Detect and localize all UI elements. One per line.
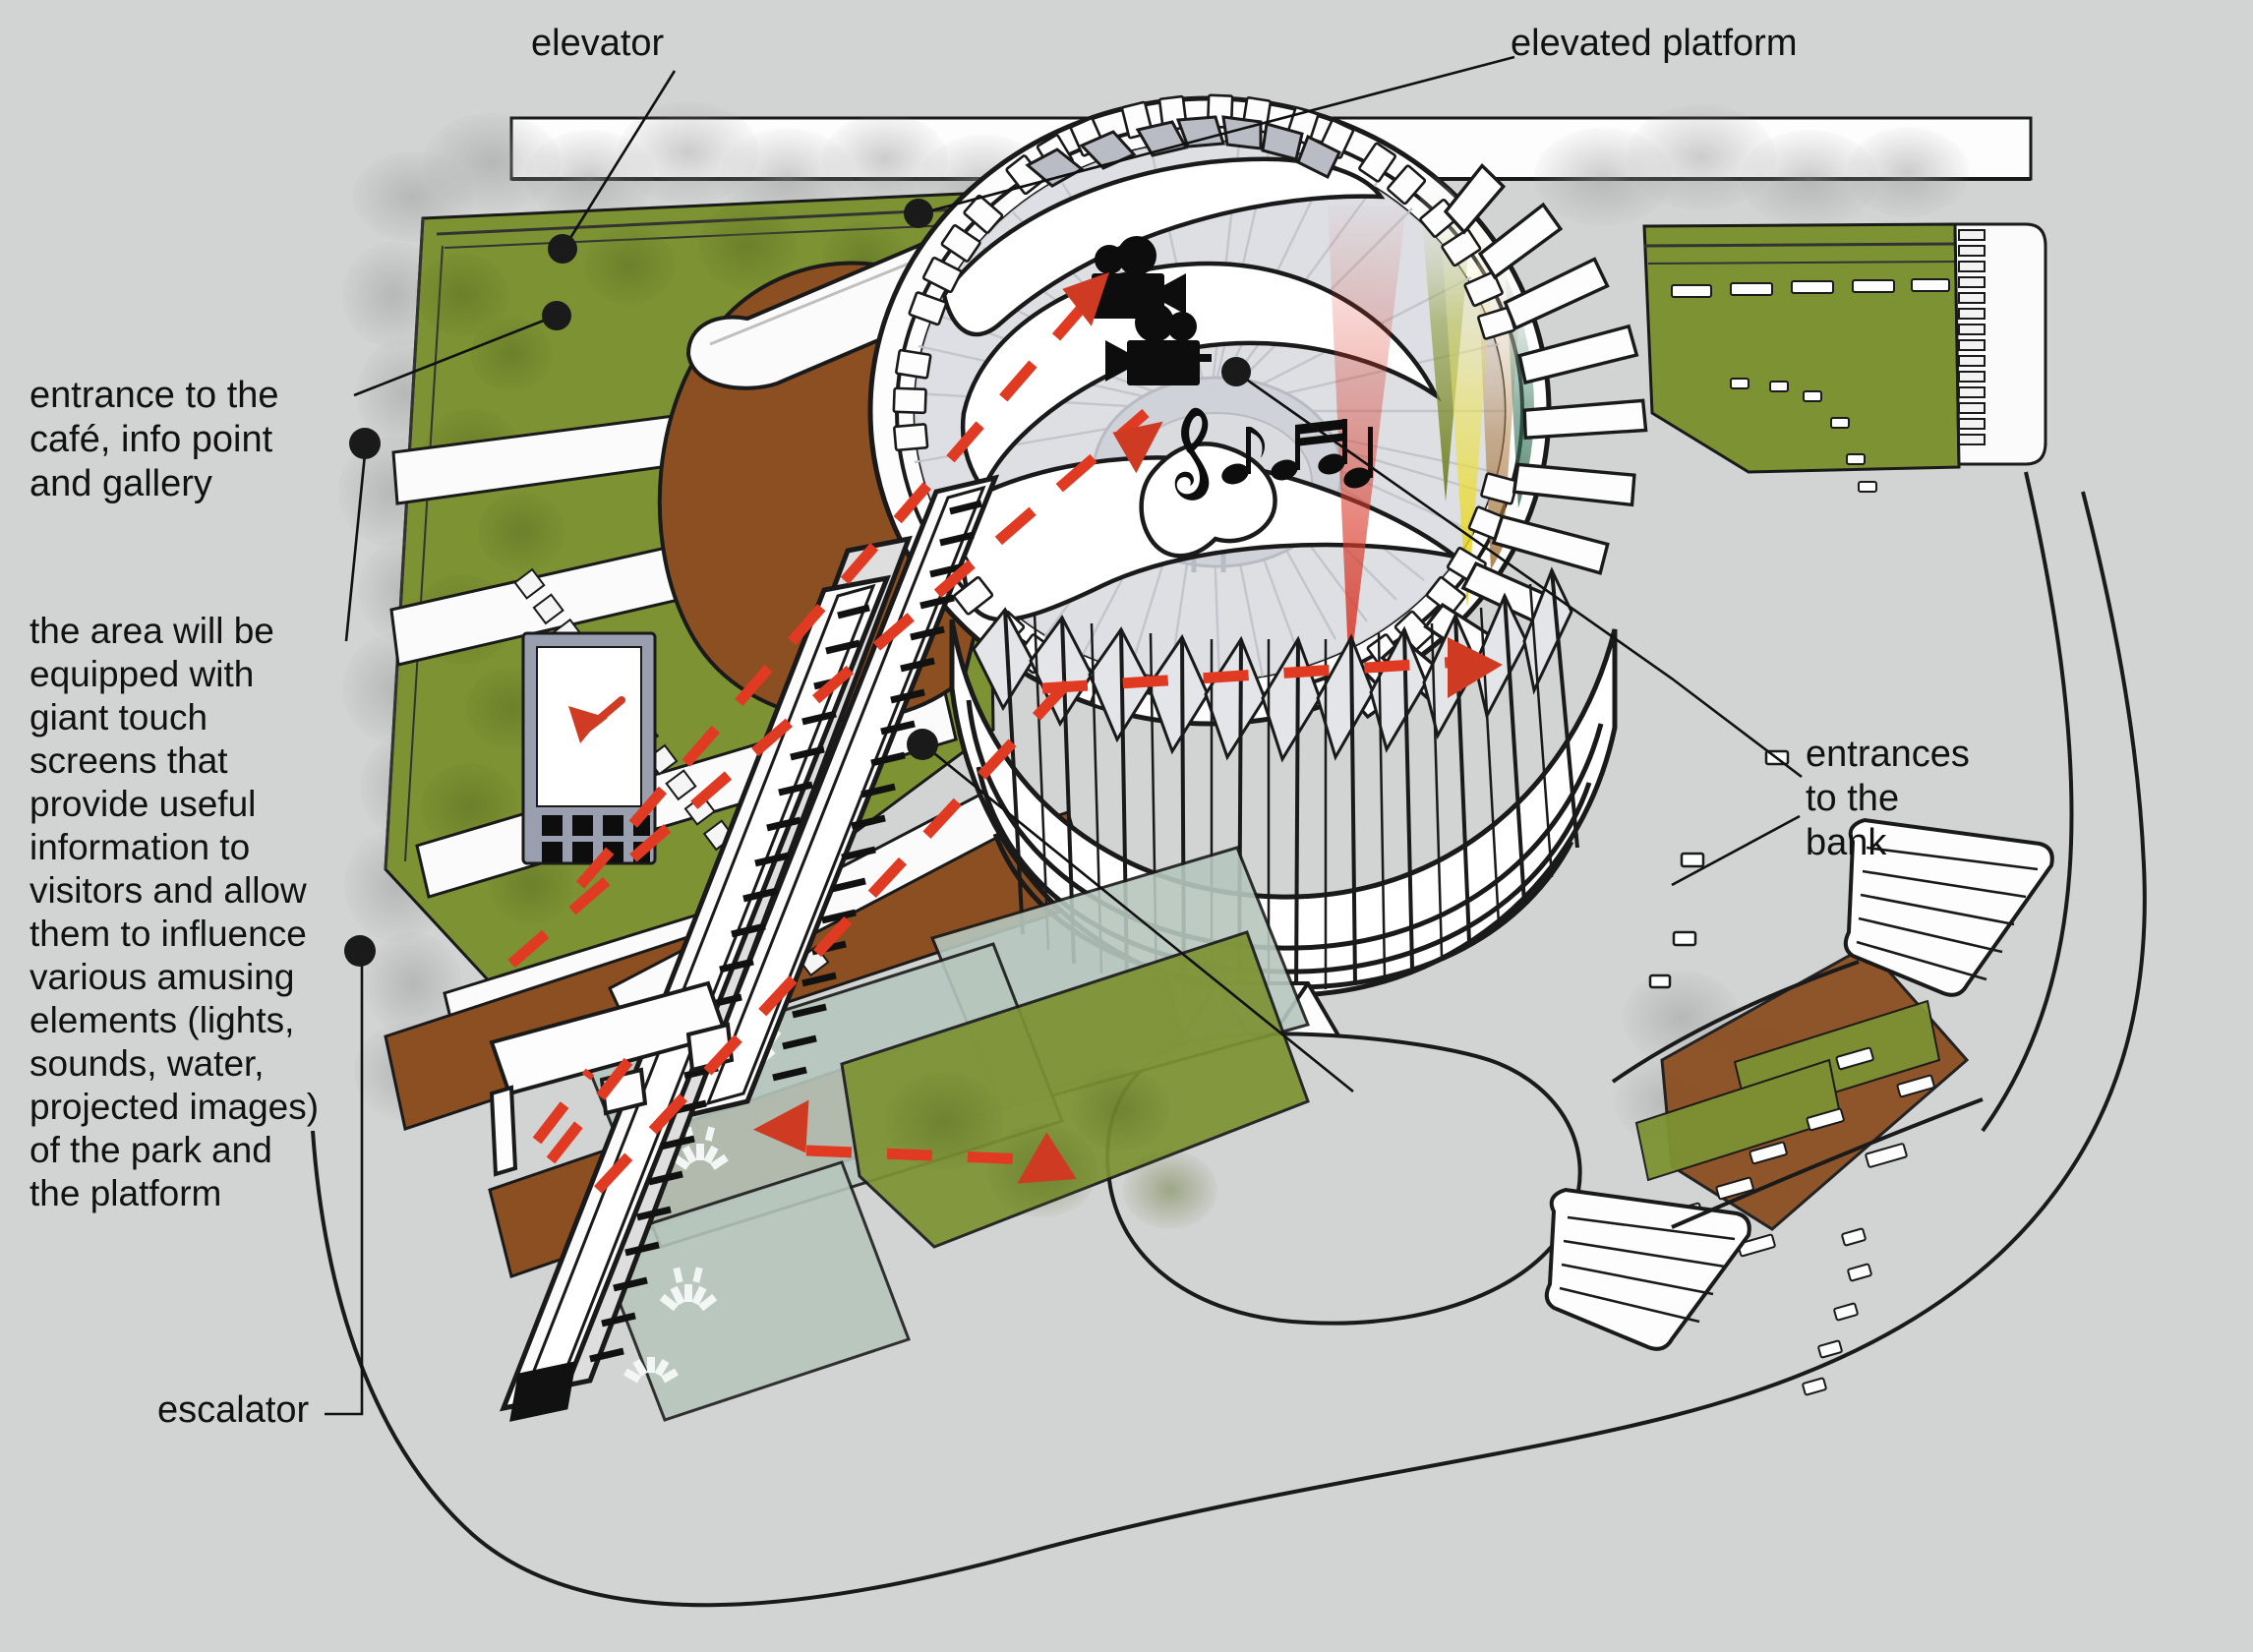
rim-cap-segments bbox=[1025, 115, 1341, 188]
southeast-deck bbox=[1544, 817, 2054, 1396]
annotation-touch-screens: the area will be equipped with giant tou… bbox=[30, 611, 320, 1213]
elevator-dot bbox=[548, 234, 577, 264]
route-arrow-heads bbox=[752, 271, 1503, 1184]
circular-building bbox=[867, 93, 1648, 727]
annotation-elevator: elevator bbox=[531, 23, 665, 64]
annotation-entrances-to-bank: entrances to the bank bbox=[1806, 734, 1970, 863]
east-lawn-benches bbox=[1671, 278, 1950, 298]
movie-camera-icon bbox=[1105, 303, 1212, 385]
annotation-cafe-info-gallery: entrance to the café, info point and gal… bbox=[30, 375, 279, 504]
rooftop-benches bbox=[892, 93, 1519, 713]
louvered-bench-lower bbox=[1544, 1187, 1751, 1351]
music-notes-icon bbox=[1174, 407, 1373, 501]
annotation-escalator: escalator bbox=[157, 1389, 310, 1431]
louvered-bench-upper bbox=[1843, 817, 2054, 997]
plaza-dot bbox=[907, 729, 938, 760]
annotation-elevated-platform: elevated platform bbox=[1511, 23, 1798, 64]
cafe-dot bbox=[542, 301, 571, 330]
platform-dot bbox=[904, 199, 933, 228]
escalator-assembly bbox=[489, 474, 1000, 1422]
red-cursor-arrow-icon bbox=[568, 696, 625, 743]
leader-dots bbox=[344, 199, 1251, 967]
site-boundary bbox=[311, 471, 2147, 1608]
touchscreen-dot bbox=[349, 428, 381, 459]
leader-lines bbox=[325, 55, 1803, 1416]
escalator-dot bbox=[344, 935, 376, 967]
east-lawn-steps bbox=[1958, 229, 1986, 445]
dashed-route-arrow-icon bbox=[507, 281, 1476, 1194]
east-lawn-markers bbox=[1730, 378, 1877, 493]
water-feature-strip bbox=[588, 846, 1311, 1422]
bank-dot bbox=[1221, 357, 1251, 386]
east-lawn-terrace bbox=[1642, 222, 2047, 493]
touchscreen-kiosk-icon[interactable] bbox=[521, 631, 657, 865]
red-light-cone bbox=[1328, 205, 1406, 678]
